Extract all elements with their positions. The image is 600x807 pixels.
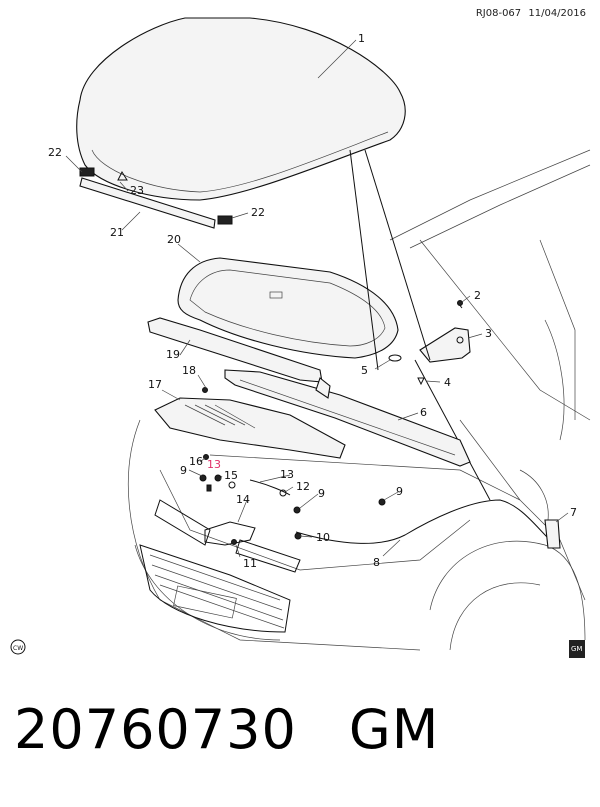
hood-panel [76,17,406,201]
callout-8: 8 [373,556,380,569]
leader-lines [65,39,569,558]
hood-release-cable [204,479,561,549]
exploded-diagram: 1 2 3 4 5 6 7 8 9 9 9 10 11 12 13 13 14 … [10,17,591,658]
cowl-vent-panel [154,387,346,459]
callout-1: 1 [358,32,365,45]
callout-labels: 1 2 3 4 5 6 7 8 9 9 9 10 11 12 13 13 14 … [48,32,577,570]
callout-22-left: 22 [48,146,62,159]
callout-23: 23 [130,184,144,197]
callout-10: 10 [316,531,330,544]
callout-2: 2 [474,289,481,302]
front-grille [139,499,301,633]
drawing-date: 11/04/2016 [528,8,586,19]
hood-prop-rods [349,149,491,501]
callout-22-right: 22 [251,206,265,219]
callout-4: 4 [444,376,451,389]
callout-9-left: 9 [180,464,187,477]
callout-21: 21 [110,226,124,239]
callout-14: 14 [236,493,250,506]
callout-13: 13 [280,468,294,481]
brand-name: GM [348,698,440,761]
callout-16: 16 [189,455,203,468]
fasteners [199,454,386,545]
callout-12: 12 [296,480,310,493]
callout-9-middle: 9 [318,487,325,500]
hood-seal-strip [79,167,233,229]
hood-insulator [177,257,399,359]
callout-5: 5 [361,364,368,377]
callout-11: 11 [243,557,257,570]
part-footer: 20760730 GM [14,698,439,761]
callout-19: 19 [166,348,180,361]
callout-7: 7 [570,506,577,519]
callout-18: 18 [182,364,196,377]
cw-badge: CW [10,639,26,655]
drawing-header: RJ08-067 11/04/2016 [472,8,586,19]
gm-badge-text: GM [571,645,582,653]
gm-badge: GM [569,640,585,658]
drawing-code: RJ08-067 [475,8,522,19]
callout-15: 15 [224,469,238,482]
callout-6: 6 [420,406,427,419]
hood-hinge [388,300,471,386]
cw-badge-text: CW [13,645,23,652]
callout-9-right: 9 [396,485,403,498]
callout-13-highlight: 13 [207,458,221,471]
part-number: 20760730 [14,698,297,761]
callout-20: 20 [167,233,181,246]
callout-3: 3 [485,327,492,340]
cowl-weatherstrip [224,369,471,467]
callout-17: 17 [148,378,162,391]
